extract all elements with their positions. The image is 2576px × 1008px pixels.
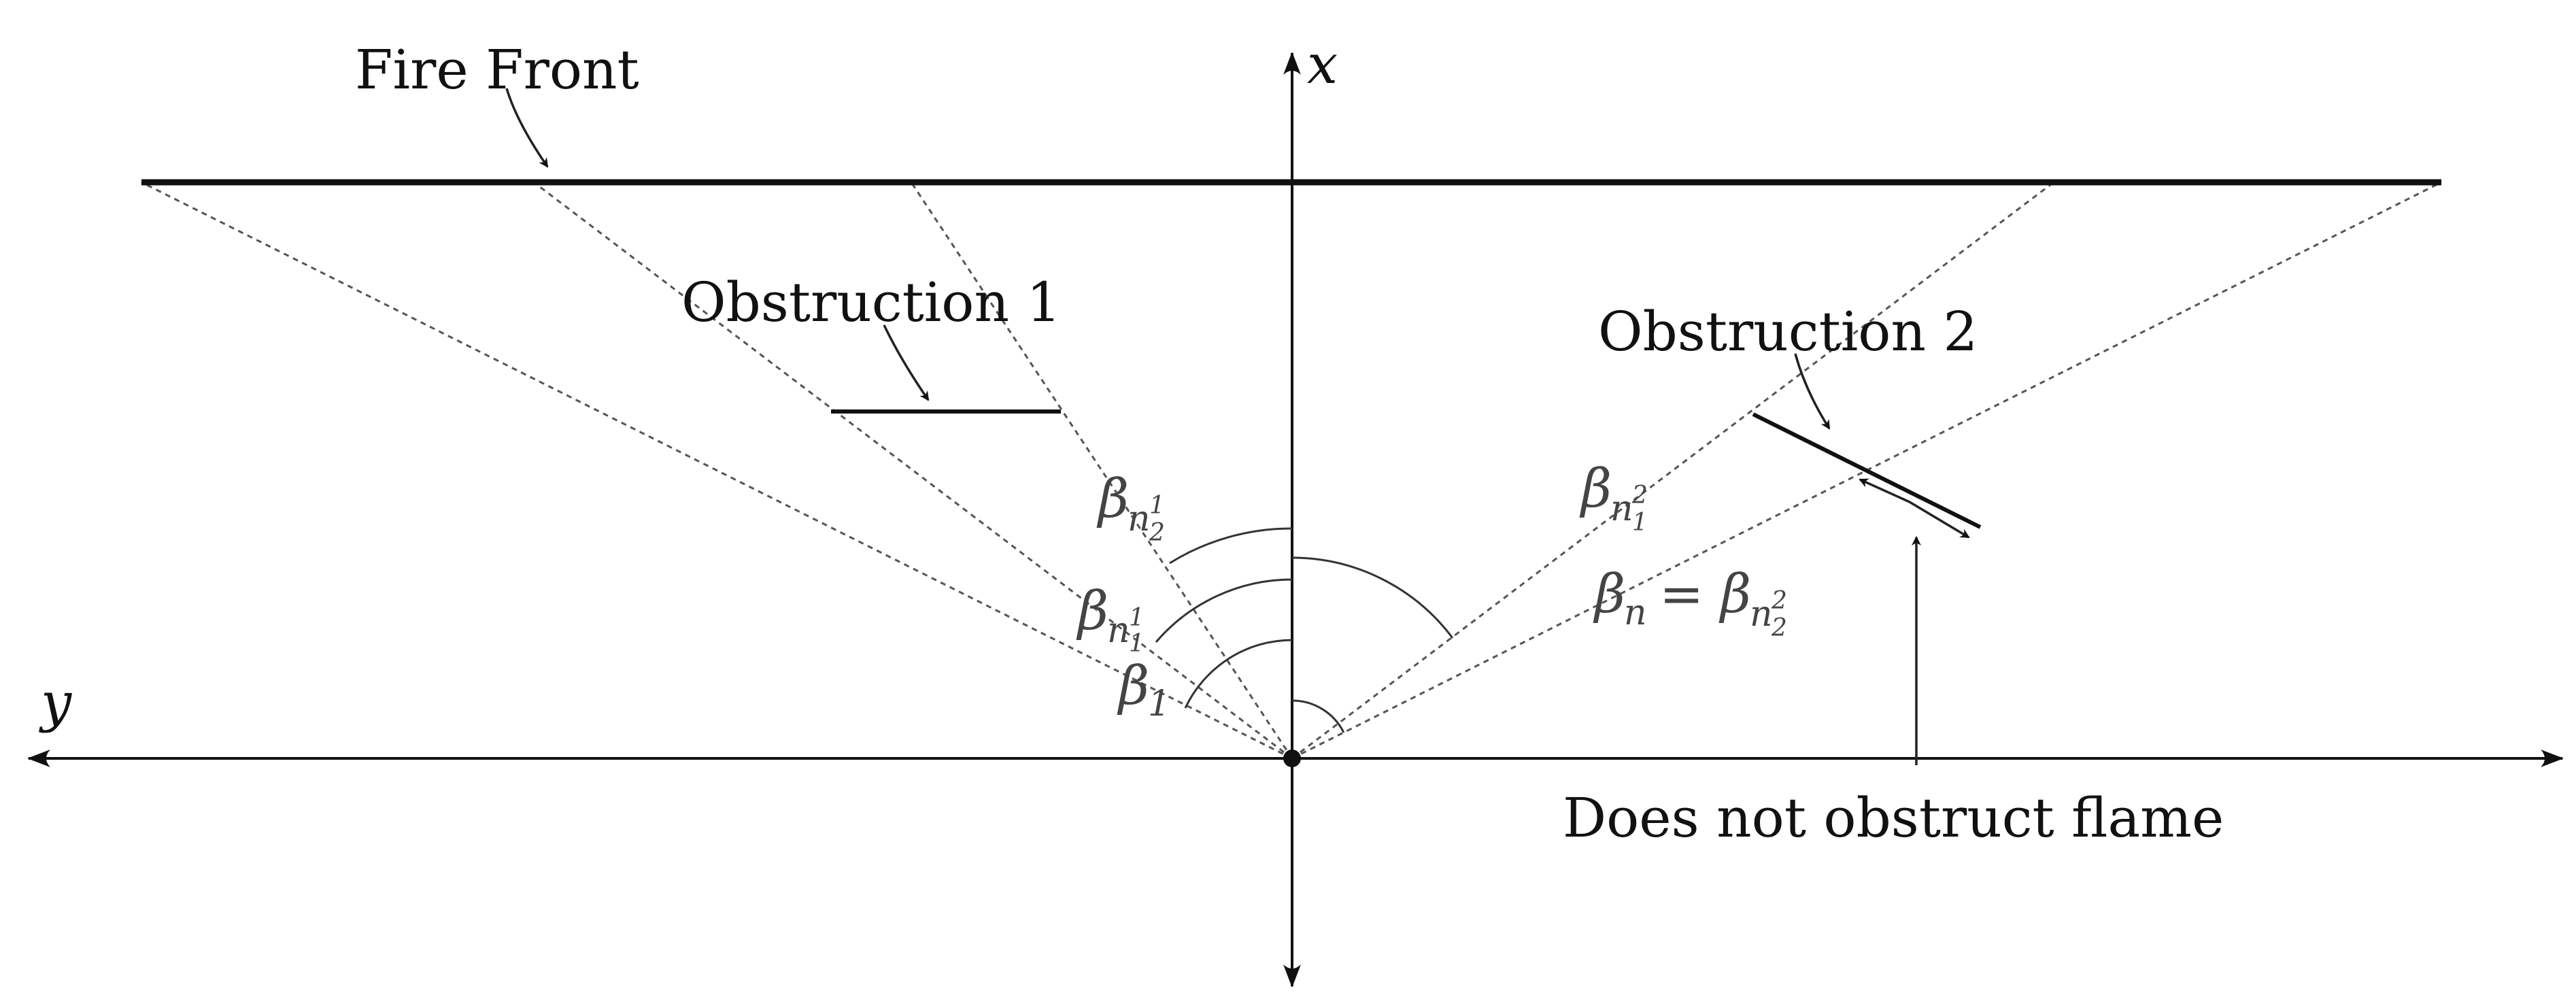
unobstructed-span-arrow-b [1909,501,1970,539]
svg-text:n: n [1128,499,1151,539]
obstruction-1-label: Obstruction 1 [681,271,1061,334]
svg-text:1: 1 [1632,509,1648,537]
text-labels: Fire Front Obstruction 1 Obstruction 2 D… [39,33,2224,850]
label-pointers [505,88,1970,765]
svg-text:n: n [1610,488,1633,529]
label-beta-n12: β n 2 1 [1579,458,1648,537]
svg-text:2: 2 [1149,519,1165,547]
x-axis-label: x [1307,33,1338,96]
arc-beta-n12 [1291,556,1454,639]
obstruction-2-line [1752,412,1982,529]
svg-text:2: 2 [1771,587,1787,615]
arc-beta-1 [1184,639,1293,709]
svg-text:1: 1 [1148,684,1170,724]
svg-text:β: β [1593,564,1625,625]
does-not-obstruct-label: Does not obstruct flame [1563,786,2224,850]
svg-text:2: 2 [1771,614,1787,642]
axes [27,52,2564,988]
ray-obstruction-1-left [533,181,1293,760]
ray-obstruction-2-top [1291,181,2054,760]
label-beta-1: β 1 [1117,656,1170,724]
svg-text:n: n [1624,592,1647,633]
angle-labels: β 1 β n 1 1 β n 1 2 β n 2 1 β n = β n 2 [1076,458,1787,724]
svg-text:n: n [1107,610,1130,651]
label-beta-n-equals-beta-n22: β n = β n 2 2 [1593,564,1787,642]
svg-text:1: 1 [1129,604,1145,632]
label-beta-n21: β n 1 2 [1096,469,1165,547]
angle-arcs [1155,527,1454,733]
svg-text:β: β [1096,469,1129,530]
y-axis-label: y [39,671,73,734]
svg-text:β: β [1076,581,1108,642]
svg-text:1: 1 [1129,630,1145,658]
origin-point [1283,750,1301,767]
svg-text:2: 2 [1631,482,1648,509]
svg-text:1: 1 [1149,492,1165,520]
arc-beta-n [1291,699,1345,733]
ray-obstruction-1-right [910,182,1293,759]
ray-left-edge [141,181,1293,760]
svg-text:β: β [1579,458,1612,520]
label-beta-n11: β n 1 1 [1076,581,1145,658]
obstruction-2-label: Obstruction 2 [1598,300,1978,363]
fire-front-pointer [505,88,549,168]
svg-text:=: = [1659,564,1704,625]
unobstructed-span-arrow-a [1859,478,1910,503]
svg-text:β: β [1117,656,1149,717]
svg-text:β: β [1718,564,1751,625]
arc-beta-n11 [1155,578,1293,643]
svg-text:n: n [1750,594,1773,635]
obstruction-1-pointer [883,324,930,401]
obstruction-2-pointer [1794,353,1831,430]
fire-front-label: Fire Front [355,38,639,101]
arc-beta-n21 [1169,527,1293,565]
